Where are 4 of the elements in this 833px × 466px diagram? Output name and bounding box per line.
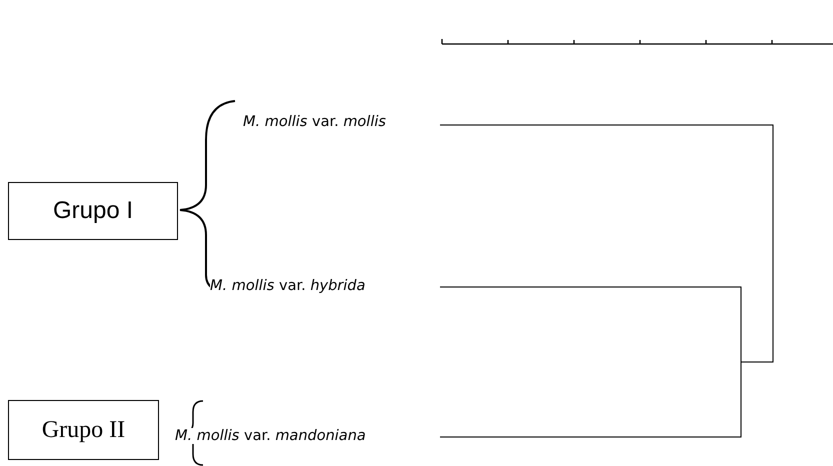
group-box: Grupo I: [8, 182, 178, 240]
group-box: Grupo II: [8, 400, 159, 460]
taxon-label: M. mollis var. mandoniana: [175, 428, 366, 444]
taxon-label: M. mollis var. hybrida: [210, 278, 366, 294]
